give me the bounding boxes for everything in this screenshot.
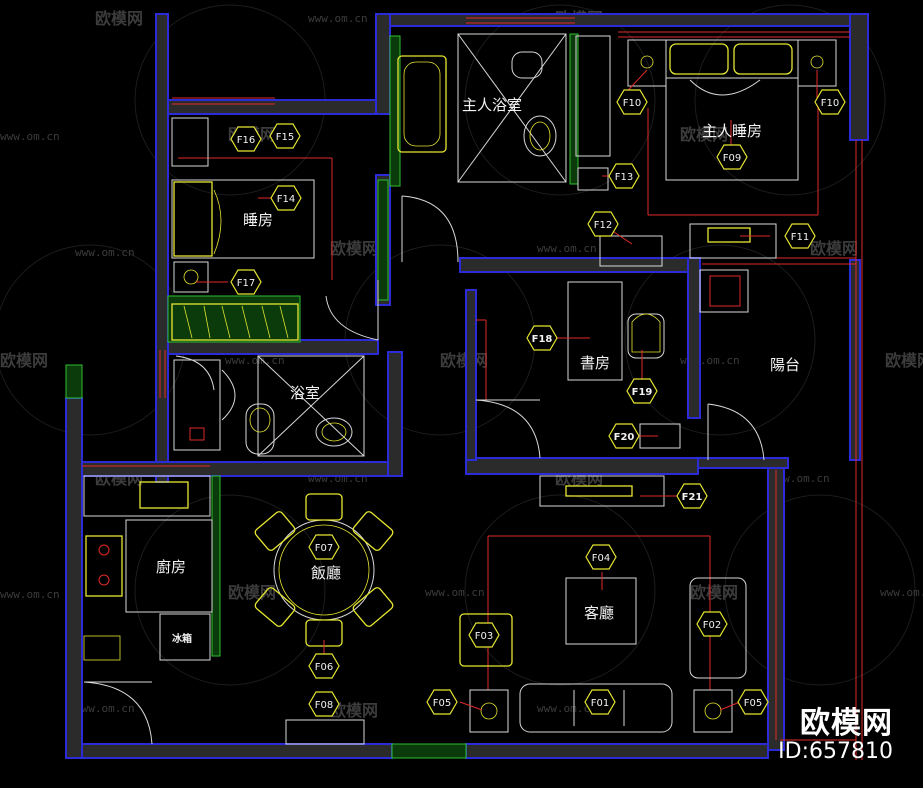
label-bathroom: 浴室 (290, 384, 320, 402)
tag-F18: F18 (526, 325, 558, 351)
watermark-url: www.om.cn (308, 12, 368, 25)
watermark-brand: 欧模网 (690, 583, 738, 602)
tag-F17: F17 (230, 269, 262, 295)
master-bedroom-furniture (627, 39, 837, 259)
svg-text:F21: F21 (682, 492, 703, 503)
model-id: ID:657810 (778, 739, 893, 764)
watermark-brand: 欧模网 (228, 583, 276, 602)
svg-text:F01: F01 (591, 698, 609, 709)
label-fridge: 冰箱 (172, 632, 192, 645)
label-master-bath: 主人浴室 (462, 96, 522, 114)
watermark-url: www.om.cn (537, 242, 597, 255)
svg-text:F09: F09 (723, 153, 741, 164)
svg-text:F02: F02 (703, 620, 721, 631)
watermark-url: www.om.cn (75, 702, 135, 715)
svg-text:F05: F05 (744, 698, 762, 709)
tag-leaders (196, 69, 818, 711)
tag-F13: F13 (608, 163, 640, 189)
partitions (65, 33, 579, 759)
tag-F08: F08 (308, 691, 340, 717)
tag-F11: F11 (784, 223, 816, 249)
svg-text:F19: F19 (632, 387, 653, 398)
watermark-url: www.om.cn (75, 246, 135, 259)
kitchen-fixtures (83, 475, 213, 661)
watermark-url: www.om.cn (537, 702, 597, 715)
tag-F01: F01 (584, 689, 616, 715)
living-furniture (459, 475, 747, 733)
svg-text:F06: F06 (315, 662, 333, 673)
tag-F14: F14 (270, 185, 302, 211)
svg-text:F18: F18 (532, 334, 553, 345)
watermark-url: www.om.cn (0, 588, 60, 601)
brand-stamp: 欧模网 ID:657810 (778, 708, 893, 764)
tag-F05-right: F05 (737, 689, 769, 715)
label-living: 客廳 (584, 604, 614, 622)
svg-text:F20: F20 (614, 432, 635, 443)
tag-F02: F02 (696, 611, 728, 637)
svg-text:F15: F15 (276, 132, 294, 143)
watermark-brand: 欧模网 (0, 351, 48, 370)
watermark-url: www.om.cn (880, 586, 923, 599)
tag-F15: F15 (269, 123, 301, 149)
tag-F19: F19 (626, 378, 658, 404)
watermark-brand: 欧模网 (95, 9, 143, 28)
tag-F09: F09 (716, 144, 748, 170)
svg-text:F13: F13 (615, 172, 633, 183)
svg-text:F12: F12 (594, 220, 612, 231)
label-dining: 飯廳 (311, 564, 341, 582)
svg-text:F16: F16 (237, 135, 255, 146)
label-kitchen: 廚房 (156, 558, 186, 576)
label-bedroom: 睡房 (243, 211, 273, 229)
tag-F10-right: F10 (814, 89, 846, 115)
watermark-brand: 欧模网 (440, 351, 488, 370)
tag-F21: F21 (676, 483, 708, 509)
svg-text:F04: F04 (592, 553, 610, 564)
tag-F16: F16 (230, 126, 262, 152)
watermark-brand: 欧模网 (810, 239, 858, 258)
svg-text:F10: F10 (623, 98, 641, 109)
watermark-url: www.om.cn (0, 130, 60, 143)
tag-F06: F06 (308, 653, 340, 679)
doors (83, 195, 765, 745)
svg-text:F08: F08 (315, 700, 333, 711)
tag-F12: F12 (587, 211, 619, 237)
watermark-brand: 欧模网 (680, 125, 728, 144)
master-bath-fixtures (397, 33, 611, 191)
watermark-url: www.om.cn (425, 586, 485, 599)
tag-F04: F04 (585, 544, 617, 570)
room-labels: 主人浴室 主人睡房 睡房 浴室 書房 陽台 廚房 飯廳 客廳 冰箱 (156, 96, 800, 645)
watermark-brand: 欧模网 (330, 701, 378, 720)
label-balcony: 陽台 (770, 356, 800, 374)
label-study: 書房 (580, 354, 610, 372)
svg-text:F17: F17 (237, 278, 255, 289)
tag-F20: F20 (608, 423, 640, 449)
bedroom-furniture (171, 117, 315, 341)
label-master-bedroom: 主人睡房 (702, 122, 762, 140)
study-furniture (567, 235, 749, 449)
watermark-brand: 欧模网 (885, 351, 923, 370)
tag-F07: F07 (308, 534, 340, 560)
svg-text:F11: F11 (791, 232, 809, 243)
svg-text:F07: F07 (315, 543, 333, 554)
watermark-brand: 欧模网 (330, 239, 378, 258)
tag-F10-left: F10 (616, 89, 648, 115)
tag-F03: F03 (468, 622, 500, 648)
svg-text:F10: F10 (821, 98, 839, 109)
svg-text:F05: F05 (433, 698, 451, 709)
watermark-url: www.om.cn (225, 354, 285, 367)
svg-text:F14: F14 (277, 194, 295, 205)
tag-F05-left: F05 (426, 689, 458, 715)
bathroom-fixtures (173, 355, 365, 457)
svg-text:F03: F03 (475, 631, 493, 642)
brand-name: 欧模网 (800, 706, 893, 741)
